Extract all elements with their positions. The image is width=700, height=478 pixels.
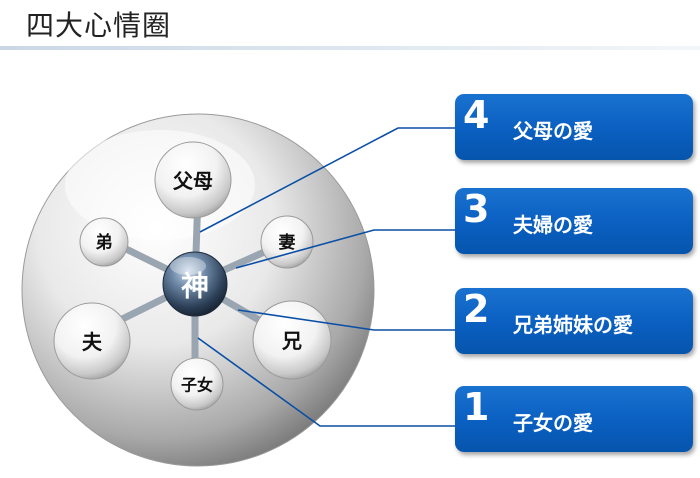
node-parents: 父母 [154,141,232,219]
love-box-2: 2 兄弟姉妹の愛 [455,288,693,354]
node-wife: 妻 [260,215,314,269]
love-box-4-number: 4 [463,93,490,137]
node-god: 神 [162,251,228,317]
love-box-2-number: 2 [463,287,490,331]
love-box-3-label: 夫婦の愛 [513,213,593,237]
love-box-3-number: 3 [463,187,490,231]
title-underline [0,46,700,50]
node-husband: 夫 [53,302,131,380]
love-box-2-label: 兄弟姉妹の愛 [513,313,633,337]
love-box-3: 3 夫婦の愛 [455,188,693,254]
node-husband-label: 夫 [82,330,103,354]
node-children-label: 子女 [181,376,213,395]
node-wife-label: 妻 [279,233,296,253]
node-parents-label: 父母 [172,169,213,193]
love-box-1-label: 子女の愛 [513,411,593,435]
node-god-label: 神 [181,270,209,303]
love-box-1-number: 1 [463,385,490,429]
love-box-1: 1 子女の愛 [455,386,693,452]
node-elder-brother: 兄 [252,300,332,380]
page-title: 四大心情圈 [26,9,172,42]
connectors [197,127,458,427]
node-younger-brother: 弟 [79,217,129,267]
love-box-4-label: 父母の愛 [513,119,593,143]
love-box-4: 4 父母の愛 [455,94,693,160]
node-elder-brother-label: 兄 [281,329,302,353]
node-younger-brother-label: 弟 [96,232,113,253]
node-children: 子女 [170,357,224,411]
